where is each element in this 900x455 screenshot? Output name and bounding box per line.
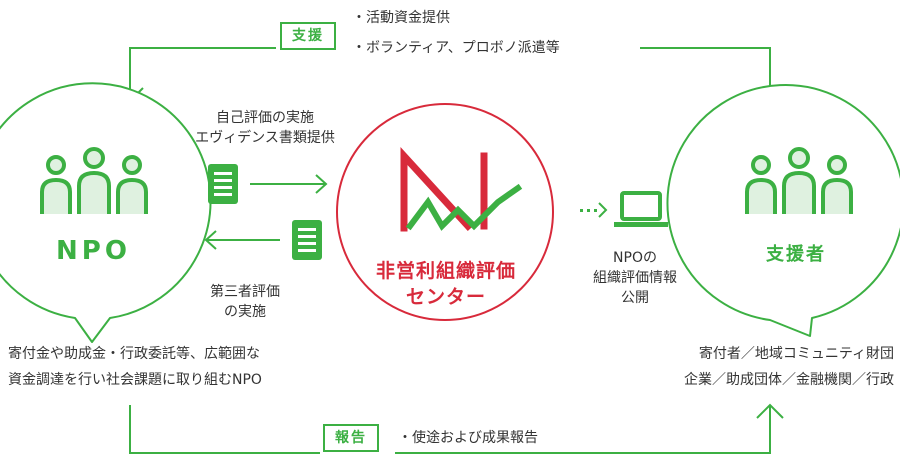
center-name-line2: センター xyxy=(405,286,486,308)
center-name-line1: 非営利組織評価 xyxy=(375,260,516,282)
disclosure-line1: NPOの xyxy=(613,250,657,266)
report-item: ・使途および成果報告 xyxy=(398,430,538,446)
support-item-volunteer: ・ボランティア、プロボノ派遣等 xyxy=(352,40,560,56)
evaluate-arrowhead xyxy=(204,230,217,250)
report-path-left xyxy=(129,405,320,454)
npo-label: NPO xyxy=(56,236,131,266)
support-item-funding: ・活動資金提供 xyxy=(352,10,450,26)
supporter-description-line1: 寄付者／地域コミュニティ財団 xyxy=(698,346,894,362)
third-party-line1: 第三者評価 xyxy=(210,284,280,300)
supporter-description-line2: 企業／助成団体／金融機関／行政 xyxy=(684,372,894,388)
disclosure-line3: 公開 xyxy=(621,290,649,306)
submit-arrowhead xyxy=(315,174,328,194)
npo-description-line1: 寄付金や助成金・行政委託等、広範囲な xyxy=(8,346,260,362)
disclosure-arrow-left xyxy=(580,209,597,212)
report-arrowhead xyxy=(756,403,784,419)
self-eval-line1: 自己評価の実施 xyxy=(216,110,314,126)
document-icon-upper xyxy=(208,164,238,204)
center-logo xyxy=(400,146,523,232)
document-icon-lower xyxy=(292,220,322,260)
npo-description-line2: 資金調達を行い社会課題に取り組むNPO xyxy=(8,372,262,388)
center-circle xyxy=(336,103,554,321)
supporter-label: 支援者 xyxy=(766,244,826,265)
report-path-right xyxy=(395,405,771,454)
disclosure-arrowhead-left xyxy=(598,202,608,218)
support-path xyxy=(640,47,771,100)
third-party-line2: の実施 xyxy=(224,304,266,320)
self-eval-line2: エヴィデンス書類提供 xyxy=(195,130,335,146)
support-tag: 支援 xyxy=(280,22,336,50)
npo-people-icon xyxy=(40,147,148,214)
support-path-left xyxy=(129,47,276,100)
disclosure-line2: 組織評価情報 xyxy=(593,270,677,286)
report-tag: 報告 xyxy=(323,424,379,452)
laptop-icon xyxy=(614,191,668,227)
supporter-people-icon xyxy=(745,147,853,214)
